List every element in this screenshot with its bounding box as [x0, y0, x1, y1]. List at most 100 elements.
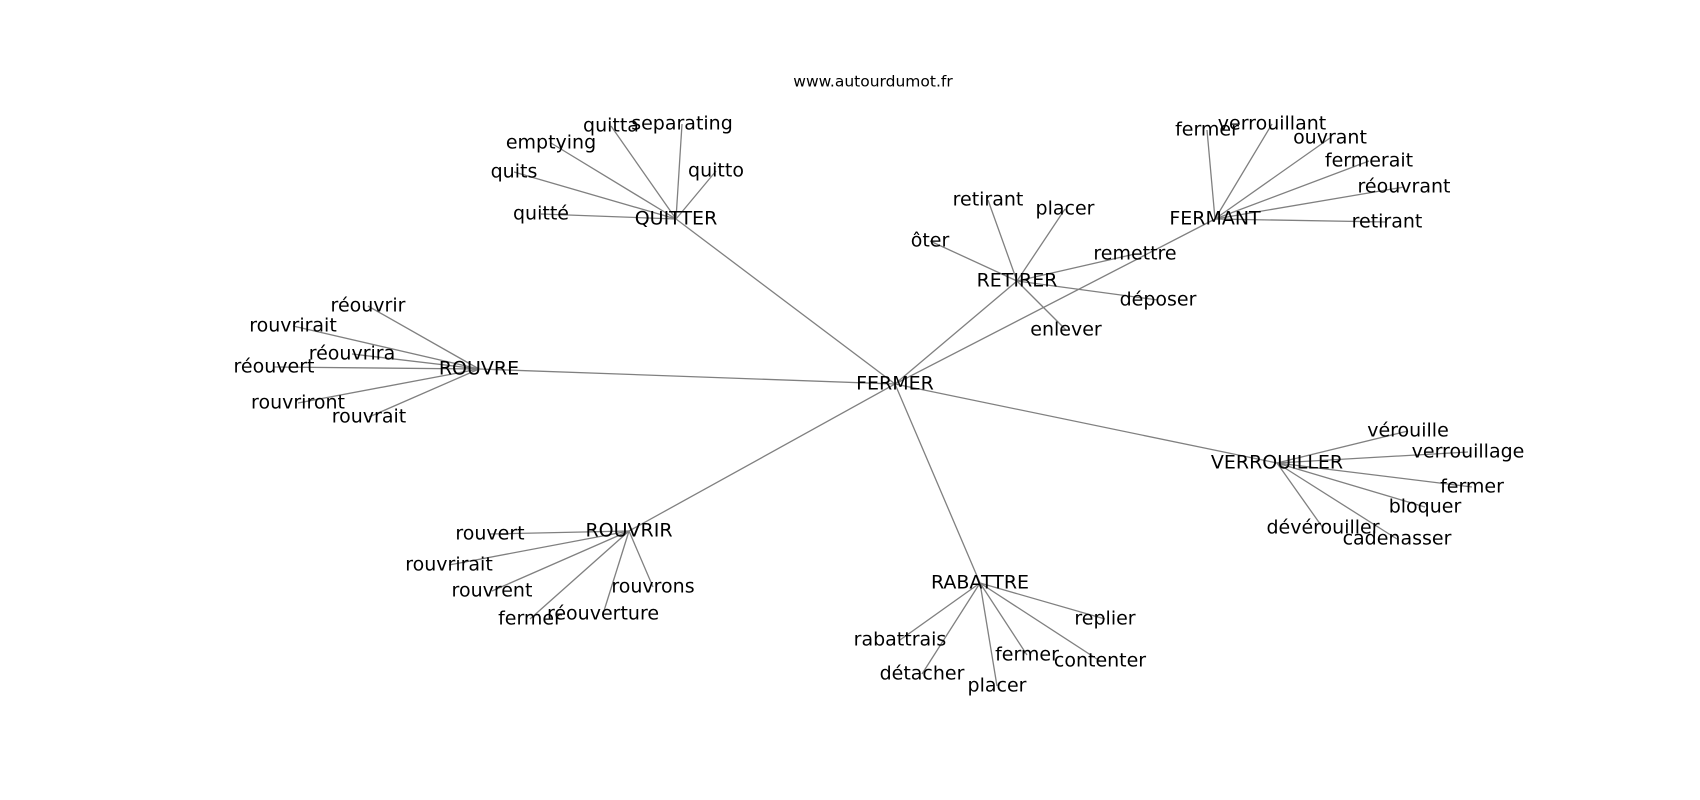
edge-quitter-quitto — [675, 170, 717, 220]
edge-root-verrouiller — [894, 383, 1278, 464]
leaf-node-retirer-placer: placer — [1036, 198, 1095, 220]
edge-root-fermant — [894, 218, 1216, 385]
leaf-node-rouvrir-reouverture: réouverture — [547, 603, 659, 625]
edge-quitter-emptying — [550, 142, 677, 220]
edge-fermant-reouvrant — [1214, 186, 1405, 220]
edge-rabattre-contenter — [979, 582, 1101, 662]
leaf-node-verrouiller-fermer: fermer — [1440, 476, 1504, 498]
edge-fermant-ouvrant — [1214, 137, 1331, 220]
edge-rabattre-fermer — [979, 582, 1028, 656]
edge-root-rouvrir — [628, 383, 896, 532]
leaf-node-rouvrir-rouvrons: rouvrons — [611, 576, 694, 598]
leaf-node-rouvrir-rouvrirait: rouvrirait — [405, 554, 493, 576]
edge-rouvre-reouvrira — [351, 353, 480, 370]
leaf-node-rouvre-reouvrira: réouvrira — [309, 343, 396, 365]
edge-fermant-verrouillant — [1214, 123, 1273, 220]
edge-verrouiller-fermer — [1276, 462, 1473, 488]
edge-quitter-quits — [513, 171, 677, 220]
edge-root-retirer — [894, 280, 1018, 385]
leaf-node-rouvrir-fermer: fermer — [498, 608, 562, 630]
leaf-node-retirer-enlever: enlever — [1030, 319, 1102, 341]
edge-retirer-enlever — [1016, 280, 1067, 331]
edge-fermant-fermer — [1206, 129, 1216, 220]
edge-rouvre-rouvrait — [368, 368, 480, 418]
leaf-node-quitter-quitto: quitto — [688, 160, 744, 182]
edge-rouvre-rouvriront — [297, 368, 480, 404]
leaf-node-fermant-retirant: retirant — [1352, 211, 1423, 233]
edge-rabattre-replier — [979, 582, 1106, 620]
edge-retirer-remettre — [1016, 253, 1136, 282]
edge-rabattre-rabattrais — [899, 582, 981, 641]
edge-fermant-retirant — [1214, 218, 1388, 223]
edge-retirer-placer — [1016, 208, 1066, 282]
leaf-node-quitter-separating: separating — [631, 113, 733, 135]
leaf-node-verrouiller-verouille: vérouille — [1367, 420, 1449, 442]
edge-verrouiller-cadenasser — [1276, 462, 1398, 540]
leaf-node-rouvrir-rouvrent: rouvrent — [452, 580, 533, 602]
leaf-node-quitter-emptying: emptying — [506, 132, 596, 154]
edge-rabattre-placer — [979, 582, 998, 687]
edge-rouvrir-rouvrons — [628, 530, 654, 588]
leaf-node-retirer-retirant: retirant — [953, 189, 1024, 211]
edge-quitter-quitte — [540, 213, 677, 220]
leaf-node-fermant-reouvrant: réouvrant — [1358, 176, 1451, 198]
leaf-node-fermant-ouvrant: ouvrant — [1293, 127, 1367, 149]
edge-verrouiller-bloquer — [1276, 462, 1426, 508]
leaf-node-rabattre-replier: replier — [1074, 608, 1135, 630]
edge-rouvrir-reouverture — [602, 530, 630, 615]
leaf-node-rouvre-rouvrirait: rouvrirait — [249, 315, 337, 337]
edge-rouvrir-rouvrirait — [448, 530, 630, 566]
hub-node-rouvrir: ROUVRIR — [585, 520, 672, 542]
hub-node-fermant: FERMANT — [1169, 208, 1261, 230]
leaf-node-verrouiller-verrouillage: verrouillage — [1412, 441, 1525, 463]
hub-node-verrouiller: VERROUILLER — [1211, 452, 1343, 474]
leaf-node-fermant-verrouillant: verrouillant — [1218, 113, 1326, 135]
edge-quitter-separating — [675, 123, 683, 220]
edge-rouvrir-rouvert — [489, 530, 630, 535]
leaf-node-verrouiller-deverouiller: dévérouiller — [1266, 517, 1379, 539]
leaf-node-verrouiller-cadenasser: cadenasser — [1343, 528, 1452, 550]
edge-quitter-quitta — [610, 125, 677, 220]
leaf-node-rouvre-reouvrir: réouvrir — [331, 295, 406, 317]
edge-rouvrir-fermer — [529, 530, 630, 620]
site-label: www.autourdumot.fr — [793, 73, 953, 91]
edge-rouvrir-rouvrent — [491, 530, 630, 592]
leaf-node-rouvrir-rouvert: rouvert — [455, 523, 524, 545]
hub-node-quitter: QUITTER — [635, 208, 718, 230]
leaf-node-quitter-quitta: quitta — [583, 115, 639, 137]
leaf-node-rabattre-placer: placer — [968, 675, 1027, 697]
edge-verrouiller-verrouillage — [1276, 451, 1469, 464]
leaf-node-rouvre-reouvert: réouvert — [234, 356, 315, 378]
leaf-node-fermant-fermer: fermer — [1175, 119, 1239, 141]
edge-retirer-deposer — [1016, 280, 1159, 301]
leaf-node-quitter-quits: quits — [491, 161, 538, 183]
hub-node-rabattre: RABATTRE — [931, 572, 1029, 594]
edge-verrouiller-verouille — [1276, 430, 1409, 464]
graph-edges — [273, 123, 1473, 687]
edge-retirer-retirant — [987, 199, 1018, 282]
hub-node-retirer: RETIRER — [977, 270, 1058, 292]
edge-rabattre-detacher — [921, 582, 981, 675]
leaf-node-rabattre-detacher: détacher — [880, 663, 965, 685]
leaf-node-fermant-fermerait: fermerait — [1325, 150, 1413, 172]
edge-verrouiller-deverouiller — [1276, 462, 1324, 529]
root-node: FERMER — [856, 373, 934, 395]
edge-root-rabattre — [894, 383, 981, 584]
leaf-node-retirer-oter: ôter — [911, 230, 950, 252]
leaf-node-verrouiller-bloquer: bloquer — [1389, 496, 1462, 518]
leaf-node-rabattre-rabattrais: rabattrais — [854, 629, 947, 651]
edge-fermant-fermerait — [1214, 160, 1370, 220]
edge-root-rouvre — [478, 368, 896, 385]
leaf-node-rabattre-fermer: fermer — [995, 644, 1059, 666]
edge-retirer-oter — [929, 240, 1018, 282]
edge-root-quitter — [675, 218, 896, 385]
leaf-node-retirer-deposer: déposer — [1120, 289, 1197, 311]
edge-rouvre-reouvert — [273, 366, 480, 370]
leaf-node-rouvre-rouvriront: rouvriront — [251, 392, 345, 414]
leaf-node-retirer-remettre: remettre — [1093, 243, 1176, 265]
hub-node-rouvre: ROUVRE — [439, 358, 519, 380]
leaf-node-rabattre-contenter: contenter — [1054, 650, 1146, 672]
edge-rouvre-reouvrir — [367, 305, 480, 370]
